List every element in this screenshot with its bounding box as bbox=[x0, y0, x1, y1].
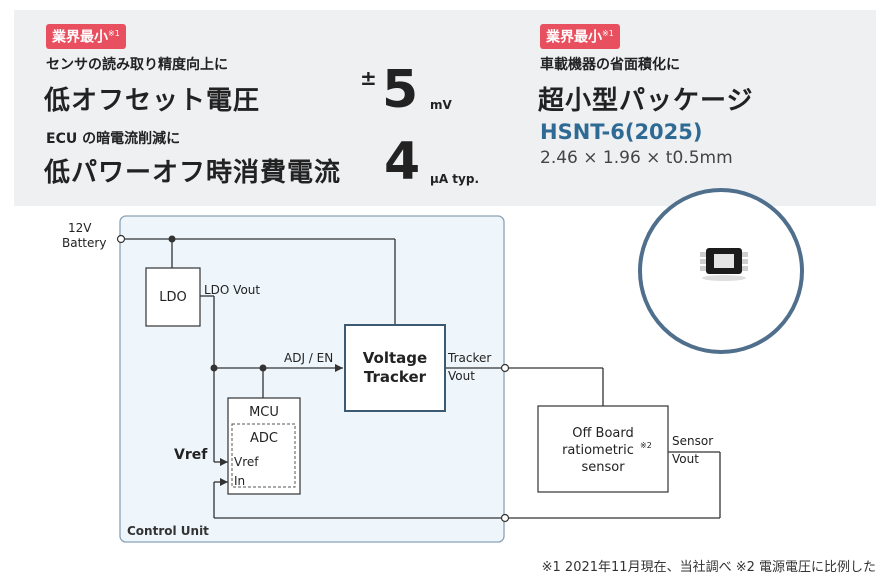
package-dimensions: 2.46 × 1.96 × t0.5mm bbox=[540, 148, 733, 168]
adc-label: ADC bbox=[250, 431, 278, 446]
current-unit: µA typ. bbox=[430, 172, 480, 186]
offset-value: 5 bbox=[382, 60, 419, 120]
vref-outer-label: Vref bbox=[174, 447, 208, 463]
offset-subtitle: センサの読み取り精度向上に bbox=[46, 57, 228, 73]
voltage-tracker-block bbox=[344, 324, 446, 412]
battery-terminal bbox=[116, 234, 126, 244]
control-unit-label: Control Unit bbox=[127, 524, 209, 538]
sensor-label-3: sensor bbox=[581, 460, 625, 475]
control-unit-box bbox=[119, 215, 505, 543]
ldo-vout-label: LDO Vout bbox=[204, 283, 260, 297]
sensor-label-2: ratiometric bbox=[562, 443, 634, 458]
footnote: ※1 2021年11月現在、当社調べ ※2 電源電圧に比例した bbox=[541, 560, 876, 575]
industry-smallest-badge-left: 業界最小※1 bbox=[46, 24, 126, 49]
offset-title: 低オフセット電圧 bbox=[44, 86, 261, 116]
in-label: In bbox=[234, 474, 245, 488]
offset-unit: mV bbox=[430, 98, 452, 112]
package-title: 超小型パッケージ bbox=[538, 86, 754, 116]
vref-inner-label: Vref bbox=[234, 455, 259, 469]
sensor-vout-label-2: Vout bbox=[672, 452, 699, 466]
ldo-block bbox=[145, 267, 201, 327]
plus-minus-sign: ± bbox=[360, 66, 377, 90]
sensor-label-1: Off Board bbox=[572, 426, 634, 441]
adc-block bbox=[231, 423, 296, 488]
current-value: 4 bbox=[384, 132, 421, 192]
industry-smallest-badge-right: 業界最小※1 bbox=[540, 24, 620, 49]
mcu-label: MCU bbox=[249, 405, 279, 420]
tracker-output-terminal bbox=[500, 363, 510, 373]
feature-banner bbox=[14, 10, 876, 206]
mcu-block bbox=[227, 397, 301, 495]
sensor-vout-label-1: Sensor bbox=[672, 434, 713, 448]
off-board-sensor-block bbox=[537, 405, 669, 493]
ldo-label: LDO bbox=[159, 290, 187, 305]
current-title: 低パワーオフ時消費電流 bbox=[44, 158, 342, 188]
current-subtitle: ECU の暗電流削減に bbox=[46, 131, 181, 147]
package-photo-circle bbox=[638, 188, 804, 354]
voltage-tracker-label-1: Voltage bbox=[363, 349, 427, 367]
tracker-vout-label-1: Tracker bbox=[447, 351, 491, 365]
package-subtitle: 車載機器の省面積化に bbox=[540, 57, 680, 73]
battery-label-voltage: 12V bbox=[68, 221, 92, 235]
chip-icon bbox=[700, 248, 748, 281]
sensor-input-terminal bbox=[500, 513, 510, 523]
sensor-note: ※2 bbox=[640, 441, 652, 450]
package-name: HSNT-6(2025) bbox=[540, 120, 703, 144]
adj-en-label: ADJ / EN bbox=[284, 351, 333, 365]
battery-label: Battery bbox=[62, 236, 106, 250]
voltage-tracker-label-2: Tracker bbox=[364, 368, 427, 386]
tracker-vout-label-2: Vout bbox=[448, 369, 475, 383]
